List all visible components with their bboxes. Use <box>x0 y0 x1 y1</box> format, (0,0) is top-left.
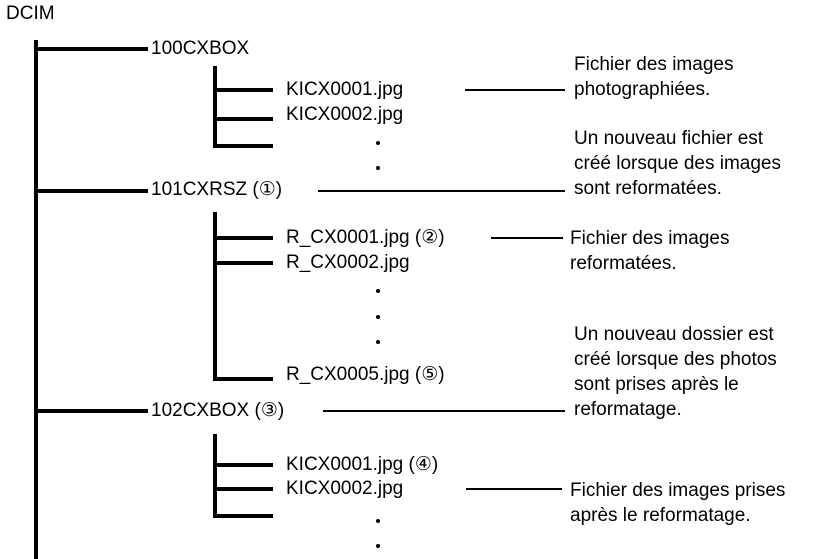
subtrunk-102cxbox <box>213 434 217 518</box>
folder-102cxbox: 102CXBOX (③) <box>151 400 285 421</box>
ellipsis-dot <box>376 289 380 293</box>
ellipsis-dot <box>376 519 380 523</box>
note-images-reformatees: Fichier des images reformatées. <box>570 228 730 274</box>
branch-b1 <box>213 236 273 240</box>
file-kicx0001-c: KICX0001.jpg (④) <box>286 454 439 475</box>
branch-a1 <box>213 88 273 92</box>
ellipsis-dot <box>376 315 380 319</box>
branch-c1 <box>213 463 273 467</box>
note-images-photographiees: Fichier des images photographiées. <box>574 54 734 100</box>
note-nouveau-fichier: Un nouveau fichier est créé lorsque des … <box>574 128 781 199</box>
ellipsis-dot <box>376 141 380 145</box>
file-r-cx0001: R_CX0001.jpg (②) <box>286 227 445 248</box>
root-trunk-line <box>34 40 38 559</box>
branch-c2 <box>213 487 273 491</box>
leader-n2 <box>318 190 565 192</box>
root-folder-label: DCIM <box>6 3 55 24</box>
leader-n3 <box>491 237 563 239</box>
ellipsis-dot <box>376 166 380 170</box>
folder-101cxrsz: 101CXRSZ (①) <box>151 179 283 200</box>
subtrunk-101cxrsz <box>213 212 217 381</box>
file-r-cx0002: R_CX0002.jpg <box>286 252 410 273</box>
leader-n1 <box>465 89 565 91</box>
file-kicx0002-c: KICX0002.jpg <box>286 478 404 499</box>
branch-c3 <box>213 514 273 518</box>
file-kicx0002-a: KICX0002.jpg <box>286 104 404 125</box>
branch-a3 <box>213 144 273 148</box>
note-images-apres-reformatage: Fichier des images prises après le refor… <box>570 480 786 526</box>
ellipsis-dot <box>376 340 380 344</box>
leader-n4 <box>323 410 565 412</box>
branch-b5 <box>213 377 273 381</box>
ellipsis-dot <box>376 544 380 548</box>
branch-b2 <box>213 261 273 265</box>
leader-n5 <box>466 488 562 490</box>
folder-100cxbox: 100CXBOX <box>151 38 250 59</box>
note-nouveau-dossier: Un nouveau dossier est créé lorsque des … <box>574 324 777 420</box>
branch-100cxbox <box>34 47 148 51</box>
branch-a2 <box>213 117 273 121</box>
branch-102cxbox <box>34 409 148 413</box>
file-kicx0001-a: KICX0001.jpg <box>286 79 404 100</box>
subtrunk-100cxbox <box>213 66 217 148</box>
file-r-cx0005: R_CX0005.jpg (⑤) <box>286 364 445 385</box>
branch-101cxrsz <box>34 189 148 193</box>
